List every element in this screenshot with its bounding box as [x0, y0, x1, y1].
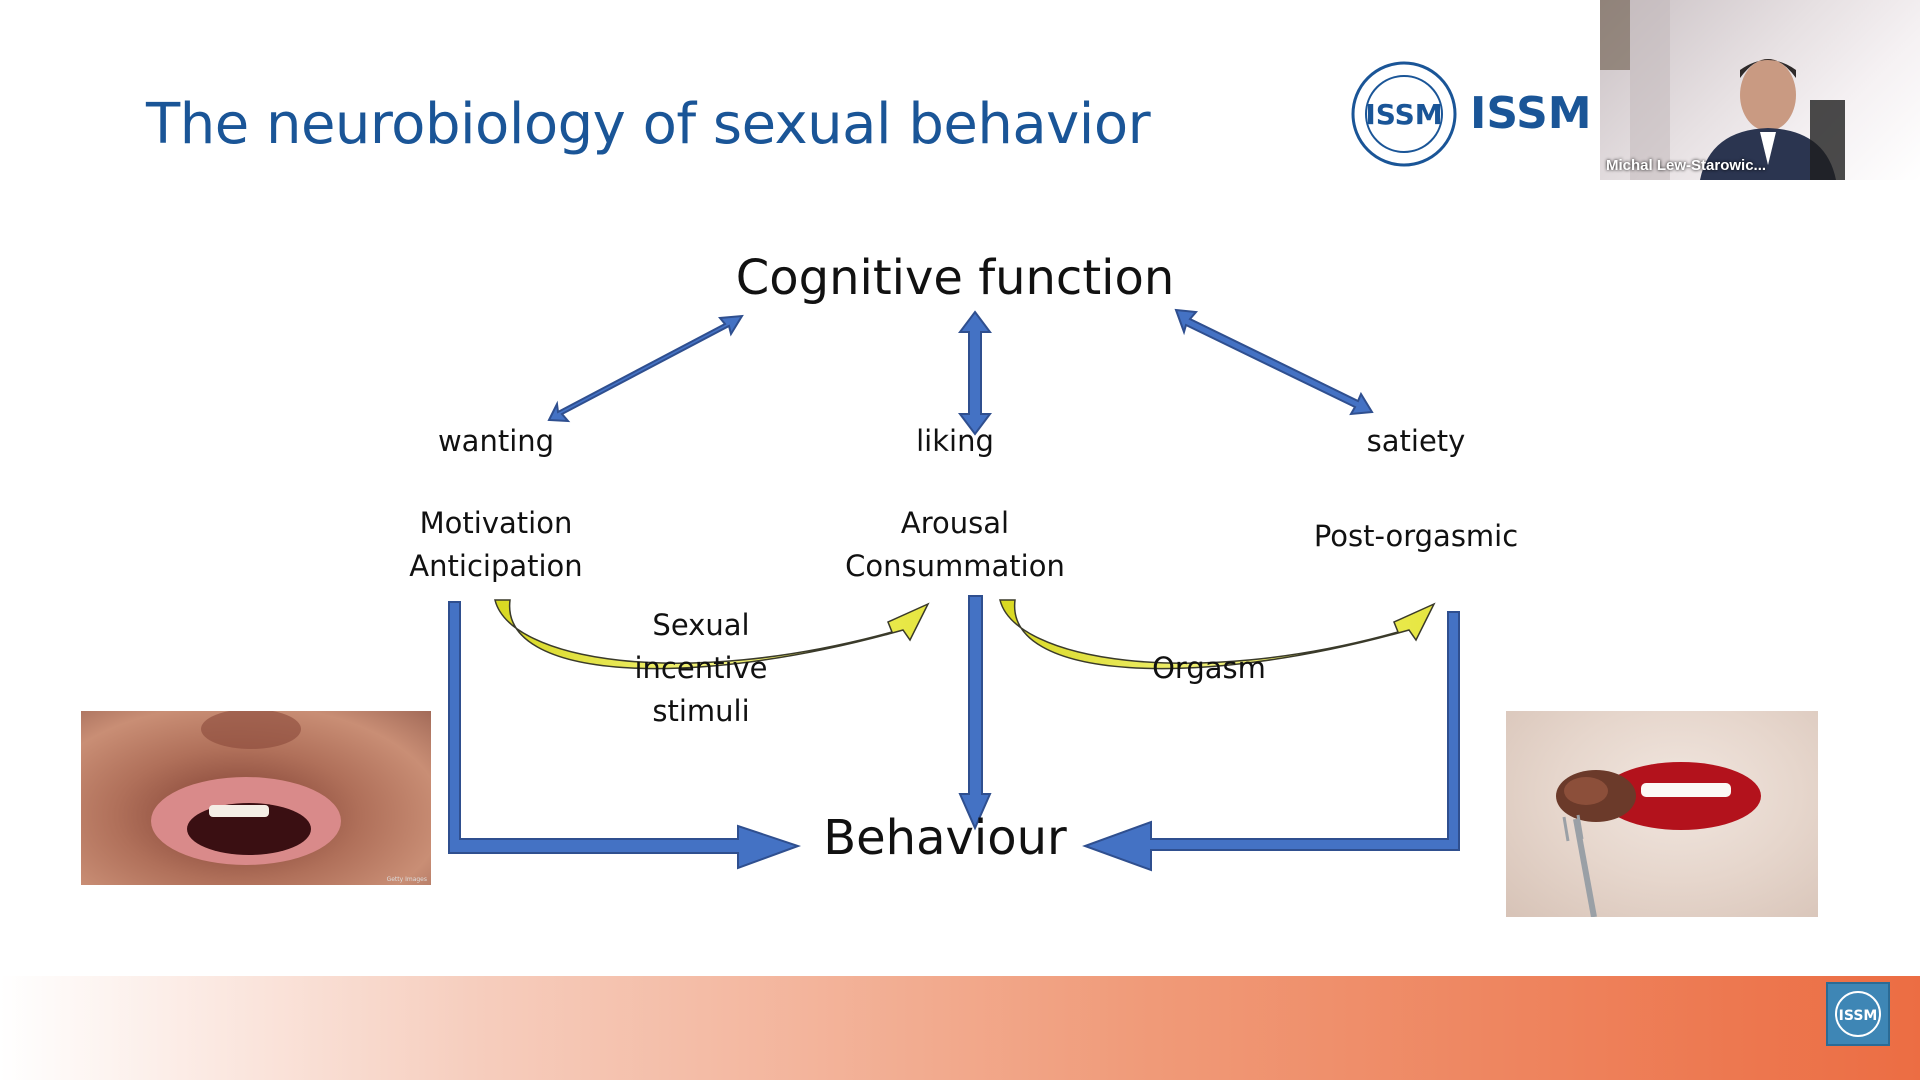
- stage-line: Anticipation: [409, 549, 583, 583]
- photo-credit: Getty Images: [386, 876, 427, 883]
- node-behaviour: Behaviour: [823, 810, 1067, 866]
- double-arrow-liking: [958, 310, 992, 436]
- stage-line: Arousal: [900, 506, 1010, 540]
- down-arrow-behaviour: [958, 595, 992, 831]
- transition-sexual-incentive-stimuli: Sexual incentive stimuli: [634, 604, 767, 733]
- label-liking: liking: [916, 424, 994, 458]
- left-l-arrow: [448, 601, 802, 870]
- participant-name: Michal Lew-Starowic...: [1606, 157, 1767, 174]
- photo-eating-meat: [1506, 711, 1818, 917]
- transition-line: stimuli: [652, 694, 750, 728]
- stage-arousal-consummation: Arousal Consummation: [845, 502, 1065, 588]
- issm-logo-text: ISSM: [1365, 98, 1442, 131]
- stage-line: Motivation: [419, 506, 573, 540]
- photo-eating-meat-illustration: [1556, 762, 1761, 917]
- video-participant-tile[interactable]: Michal Lew-Starowic...: [1600, 0, 1920, 180]
- stage-post-orgasmic: Post-orgasmic: [1314, 515, 1518, 558]
- transition-line: Sexual: [652, 608, 750, 642]
- double-arrow-satiety: [1174, 308, 1374, 416]
- footer-issm-logo: ISSM: [1826, 982, 1890, 1046]
- footer-band: [0, 976, 1920, 1080]
- label-wanting: wanting: [437, 424, 555, 458]
- photo-open-mouth: Getty Images: [81, 711, 431, 885]
- stage-line: Post-orgasmic: [1313, 519, 1519, 553]
- stage-line: Consummation: [845, 549, 1065, 583]
- curved-arrow-orgasm: [999, 599, 1436, 670]
- node-cognitive-function: Cognitive function: [735, 250, 1175, 306]
- participant-video-illustration: [1600, 0, 1845, 180]
- stage-motivation-anticipation: Motivation Anticipation: [409, 502, 582, 588]
- slide-title: The neurobiology of sexual behavior: [146, 92, 1151, 157]
- right-l-arrow: [1082, 611, 1460, 872]
- transition-line: incentive: [634, 651, 768, 685]
- curved-arrow-sexual-stimuli: [494, 599, 930, 670]
- label-satiety: satiety: [1366, 424, 1466, 458]
- footer-logo-text: ISSM: [1839, 1008, 1878, 1024]
- transition-orgasm: Orgasm: [1152, 651, 1266, 685]
- photo-open-mouth-illustration: [151, 711, 341, 865]
- double-arrow-wanting: [547, 314, 744, 423]
- issm-logo: ISSM: [1351, 61, 1457, 167]
